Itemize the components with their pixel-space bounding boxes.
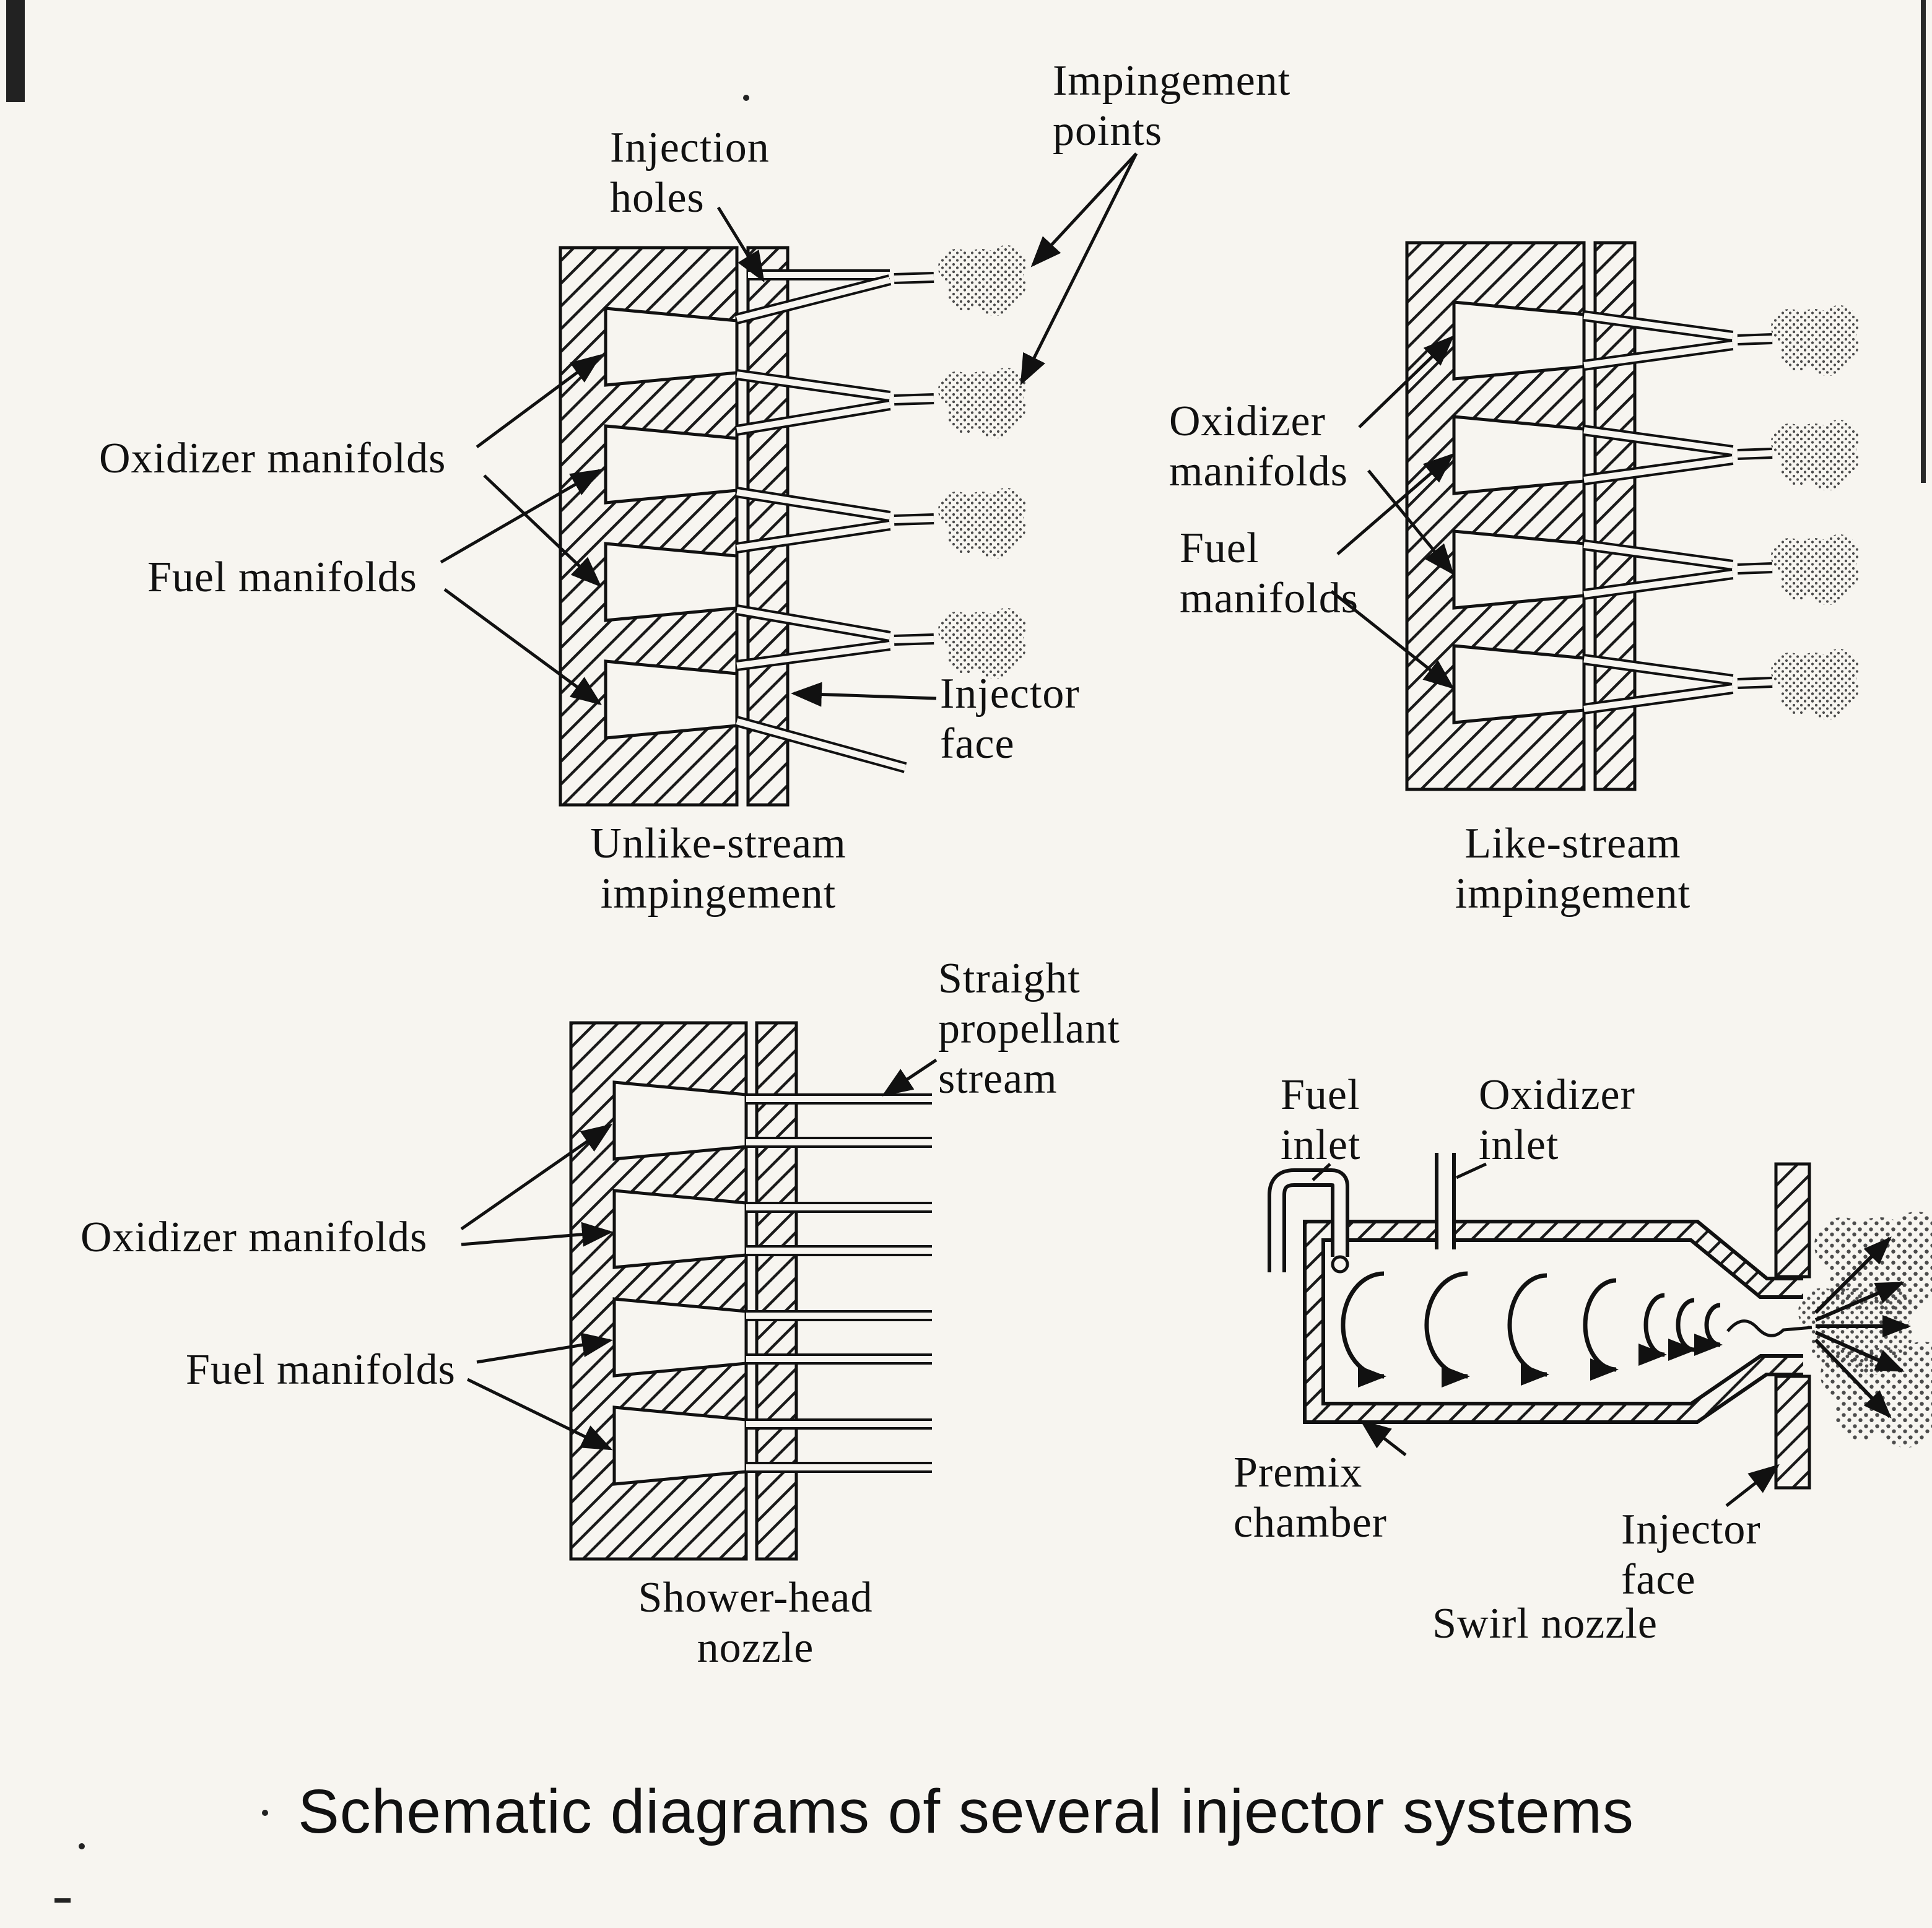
manifold-cavity <box>1452 300 1586 381</box>
unlike-stream-diagram <box>440 152 1138 807</box>
caption-like-stream: Like-stream impingement <box>1455 820 1691 918</box>
manifold-cavity <box>1452 415 1586 495</box>
caption-unlike-stream: Unlike-stream impingement <box>590 820 846 918</box>
impingement-spray-clouds <box>1771 305 1859 719</box>
label-impingement-points: Impingement points <box>1053 57 1291 155</box>
spray-cloud <box>1798 1212 1932 1448</box>
manifold-cavity <box>604 659 739 740</box>
label-straight-propellant-stream: Straight propellant stream <box>938 955 1120 1103</box>
leader-arrows <box>1312 1162 1780 1507</box>
injector-face-plate <box>1774 1374 1811 1490</box>
label-oxidizer-manifolds: Oxidizer manifolds <box>1169 397 1348 496</box>
premix-chamber-wall <box>1303 1220 1803 1424</box>
injection-streams <box>735 269 934 773</box>
label-oxidizer-inlet: Oxidizer inlet <box>1479 1071 1635 1170</box>
leader-arrows <box>1330 335 1455 690</box>
injector-face-plate <box>746 246 790 807</box>
injector-face-plate <box>1774 1162 1811 1279</box>
fuel-pipe <box>1268 1168 1349 1274</box>
scan-artifacts <box>6 0 1926 1903</box>
label-fuel-manifolds: Fuel manifolds <box>1180 524 1359 623</box>
manifold-cavity <box>612 1297 748 1378</box>
injection-streams <box>1583 310 1773 714</box>
label-premix-chamber: Premix chamber <box>1234 1449 1387 1547</box>
swirl-nozzle-diagram <box>1268 1153 1932 1507</box>
caption-swirl-nozzle: Swirl nozzle <box>1432 1600 1658 1648</box>
label-injection-holes: Injection holes <box>610 124 770 222</box>
label-oxidizer-manifolds: Oxidizer manifolds <box>80 1214 428 1261</box>
shower-head-diagram <box>460 1021 938 1561</box>
straight-streams <box>746 1093 932 1473</box>
spray-fan-arrows <box>1814 1236 1911 1418</box>
caption-shower-head: Shower-head nozzle <box>638 1574 873 1672</box>
label-fuel-manifolds: Fuel manifolds <box>186 1346 456 1394</box>
leader-arrows <box>460 1058 938 1451</box>
label-oxidizer-manifolds: Oxidizer manifolds <box>99 435 446 482</box>
label-fuel-inlet: Fuel inlet <box>1281 1071 1361 1170</box>
like-stream-diagram <box>1330 241 1859 791</box>
manifold-cavity <box>604 306 739 387</box>
impingement-spray-clouds <box>938 245 1026 679</box>
manifold-cavity <box>612 1405 748 1486</box>
manifold-cavity <box>612 1080 748 1161</box>
label-fuel-manifolds: Fuel manifolds <box>147 554 417 601</box>
manifold-cavity <box>604 424 739 505</box>
label-injector-face: Injector face <box>1621 1506 1761 1604</box>
manifold-cavity <box>1452 529 1586 610</box>
leader-arrows <box>440 152 1138 707</box>
manifold-cavity <box>604 542 739 622</box>
manifold-cavity <box>1452 644 1586 724</box>
swirl-coil <box>1341 1271 1812 1387</box>
label-injector-face: Injector face <box>940 670 1080 768</box>
figure-caption: Schematic diagrams of several injector s… <box>298 1777 1634 1846</box>
manifold-cavity <box>612 1189 748 1269</box>
